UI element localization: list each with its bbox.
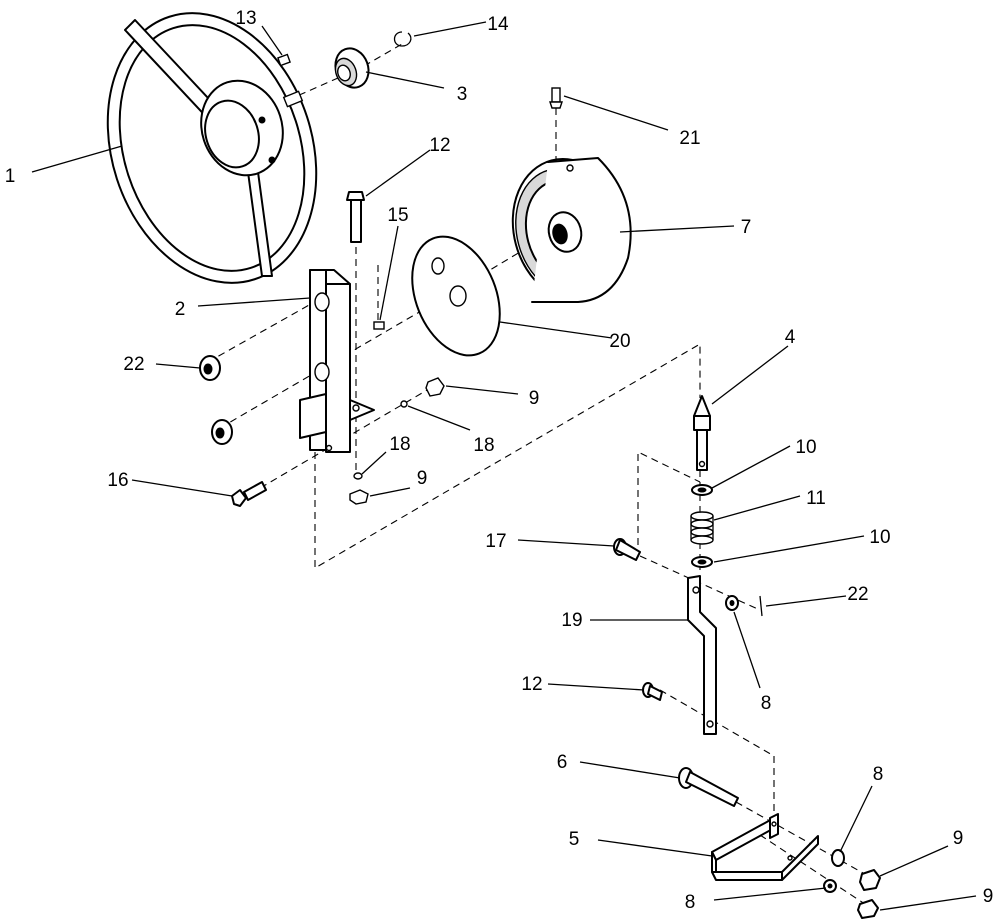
bracket-2 <box>299 269 375 453</box>
callout-12-lower: 12 <box>521 674 542 695</box>
callout-20: 20 <box>609 331 630 352</box>
callout-9-bottom: 9 <box>983 886 994 907</box>
retaining-ring-14 <box>393 31 412 47</box>
callout-22-left: 22 <box>123 354 144 375</box>
disc-20 <box>411 235 501 357</box>
callout-labels: 1 2 3 4 5 6 7 8 8 8 9 9 9 9 10 10 11 12 … <box>5 8 994 913</box>
spring-11 <box>690 511 714 545</box>
callout-16: 16 <box>107 470 128 491</box>
callout-9-mid: 9 <box>417 468 428 489</box>
u-bracket-5 <box>711 813 819 881</box>
washer-10-upper <box>691 484 713 496</box>
callout-14: 14 <box>487 14 509 35</box>
callout-21: 21 <box>679 128 700 149</box>
callout-2: 2 <box>175 299 186 320</box>
bolt-12-lower <box>642 682 663 701</box>
callout-18-upper: 18 <box>389 434 410 455</box>
callout-11: 11 <box>806 488 826 509</box>
pin-17 <box>613 538 641 561</box>
nut-9-right <box>859 869 881 891</box>
key-15 <box>373 321 385 330</box>
callout-12-top: 12 <box>429 135 450 156</box>
callout-6: 6 <box>557 752 568 773</box>
plunger-4 <box>693 395 711 471</box>
leader-lines <box>31 21 977 911</box>
pulley-drum-7 <box>511 157 632 303</box>
callout-18-right: 18 <box>473 435 494 456</box>
key-13 <box>277 53 291 67</box>
nut-9-upper <box>425 377 445 397</box>
washer-18-right <box>400 400 408 408</box>
cotter-pin-22 <box>759 595 763 617</box>
bolt-12-top <box>346 191 365 243</box>
steering-wheel <box>106 12 318 284</box>
callout-10-lower: 10 <box>869 527 890 548</box>
gear-hub-3 <box>334 47 370 89</box>
callout-19: 19 <box>561 610 582 631</box>
callout-9-right: 9 <box>953 828 964 849</box>
callout-3: 3 <box>457 84 468 105</box>
callout-9-upper: 9 <box>529 388 540 409</box>
bushing-22-upper <box>199 355 221 381</box>
callout-8-upper: 8 <box>761 693 772 714</box>
nut-9-bottom <box>857 899 879 919</box>
washer-8-right <box>831 849 845 867</box>
callout-8-right: 8 <box>873 764 884 785</box>
washer-8-upper <box>725 595 739 611</box>
callout-17: 17 <box>485 531 506 552</box>
shaft-bolt-6 <box>678 767 739 807</box>
callout-22-right: 22 <box>847 584 868 605</box>
callout-1: 1 <box>5 166 16 187</box>
washer-8-bottom <box>823 879 837 893</box>
callout-7: 7 <box>741 217 752 238</box>
callout-4: 4 <box>785 327 796 348</box>
lever-arm-19 <box>687 575 717 735</box>
bushing-22-lower <box>211 419 233 445</box>
grease-fitting-21 <box>549 87 563 109</box>
bolt-16 <box>231 481 267 507</box>
callout-10-upper: 10 <box>795 437 816 458</box>
callout-13: 13 <box>235 8 256 29</box>
callout-5: 5 <box>569 829 580 850</box>
nut-9-lower <box>349 489 369 505</box>
callout-8-bottom: 8 <box>685 892 696 913</box>
washer-10-lower <box>691 556 713 568</box>
callout-15: 15 <box>387 205 408 226</box>
washer-18-lower <box>353 472 363 480</box>
